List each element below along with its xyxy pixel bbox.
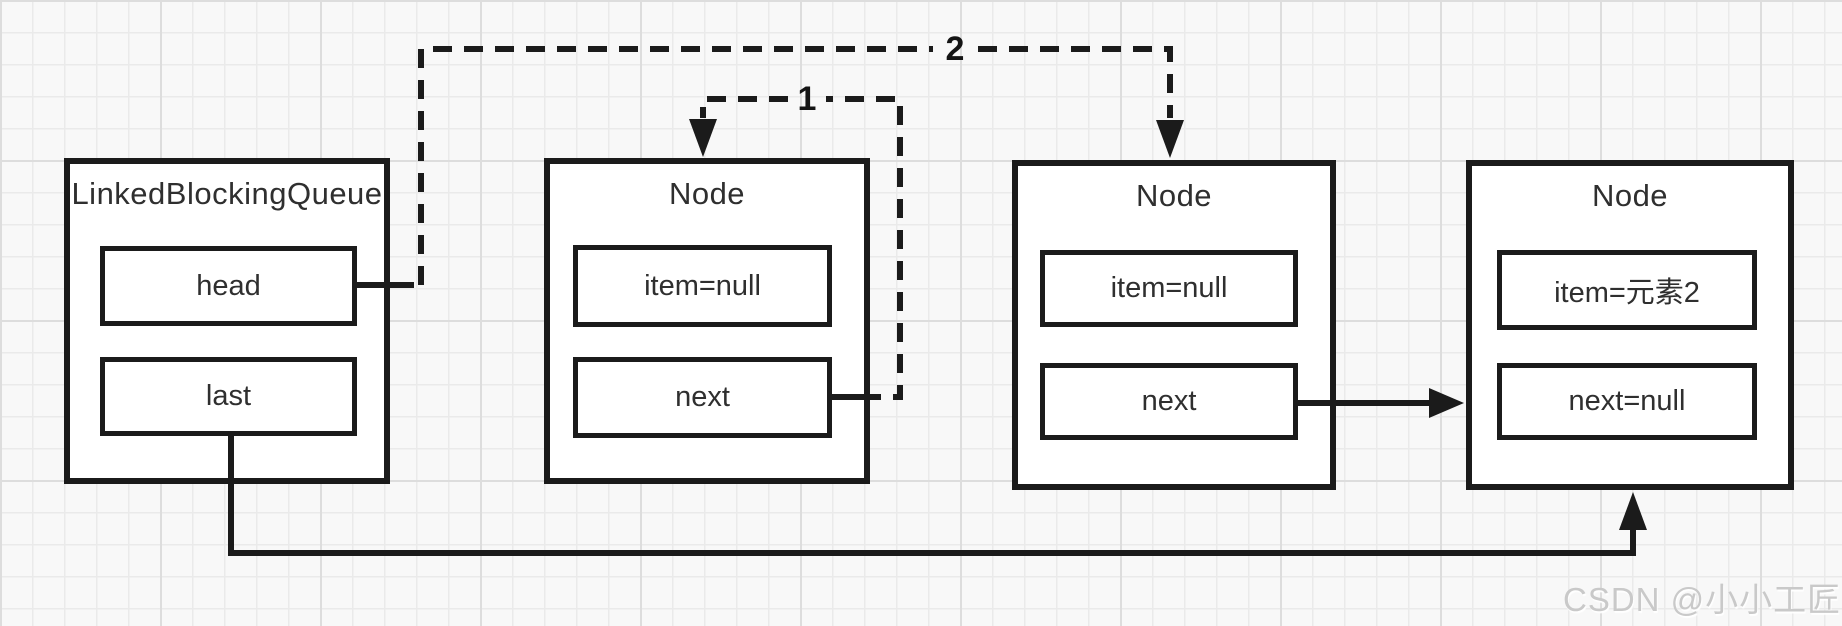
queue-field-head-label: head xyxy=(196,269,261,302)
node-box-1-title: Node xyxy=(668,176,746,211)
node-1-field-next: next xyxy=(573,357,832,438)
step-2-label: 2 xyxy=(945,30,965,68)
node-box-3-title: Node xyxy=(1591,178,1669,213)
node-box-1: Node item=null next xyxy=(544,158,870,484)
node-box-2: Node item=null next xyxy=(1012,160,1336,490)
node-2-field-item: item=null xyxy=(1040,250,1298,327)
node-box-3: Node item=元素2 next=null xyxy=(1466,160,1794,490)
queue-box: LinkedBlockingQueue head last xyxy=(64,158,390,484)
node-3-field-item-label: item=元素2 xyxy=(1554,277,1700,309)
node-2-field-item-label: item=null xyxy=(1110,272,1228,304)
queue-box-title: LinkedBlockingQueue xyxy=(71,176,383,211)
csdn-watermark: CSDN @小小工匠 xyxy=(1563,581,1842,618)
node-1-field-item-label: item=null xyxy=(644,269,761,302)
queue-field-last-label: last xyxy=(205,380,252,412)
queue-field-head: head xyxy=(100,246,357,326)
node-3-field-next-label: next=null xyxy=(1568,385,1686,417)
node-2-field-next: next xyxy=(1040,363,1298,440)
node-1-field-next-label: next xyxy=(675,381,730,413)
queue-field-last: last xyxy=(100,357,357,436)
node-2-field-next-label: next xyxy=(1141,385,1197,417)
last-to-node3-arrow xyxy=(228,436,1647,556)
node-3-field-item: item=元素2 xyxy=(1497,250,1757,330)
node-1-field-item: item=null xyxy=(573,245,832,327)
step-1-label: 1 xyxy=(797,80,817,118)
node-box-2-title: Node xyxy=(1135,178,1213,213)
node-3-field-next: next=null xyxy=(1497,363,1757,440)
